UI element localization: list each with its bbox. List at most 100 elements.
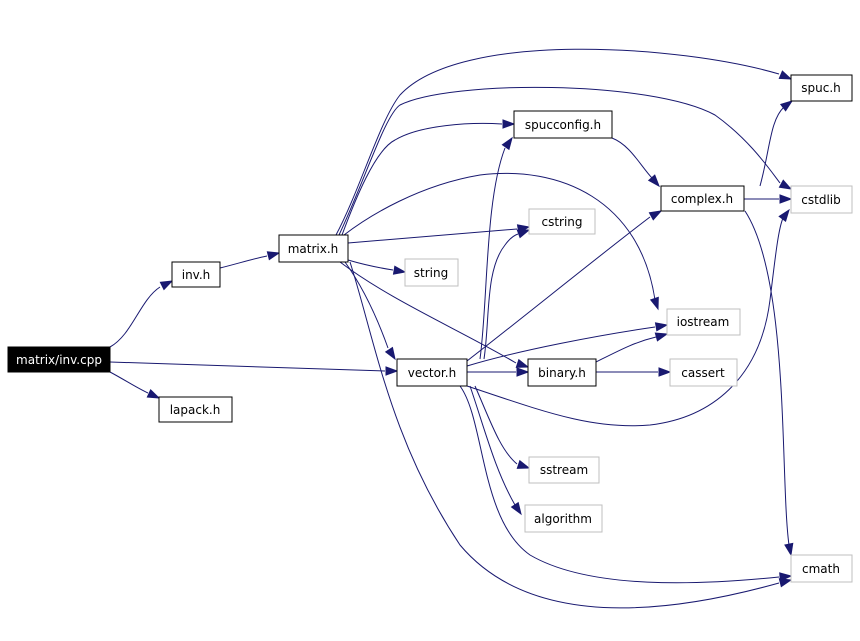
edge-inv-cpp-to-vector-h-arrowhead: [385, 366, 399, 376]
node-binary-h-label: binary.h: [538, 366, 586, 380]
edge-matrix-h-to-iostream-arrowhead: [649, 296, 659, 311]
node-cstring-label: cstring: [541, 215, 582, 229]
node-matrix-h[interactable]: matrix.h: [278, 234, 349, 263]
edge-inv-cpp-to-vector-h: [109, 361, 399, 376]
edge-spucconfig-to-complex-h-arrowhead: [647, 174, 660, 188]
edge-inv-cpp-to-vector-h-line: [109, 361, 386, 372]
edge-complex-h-to-cmath-arrowhead: [784, 542, 794, 557]
node-spucconfig-h-label: spucconfig.h: [525, 118, 601, 132]
edge-vector-h-to-cstdlib: [466, 208, 790, 427]
node-cmath-label: cmath: [802, 562, 840, 576]
edge-vector-h-to-sstream-arrowhead: [516, 459, 531, 469]
edge-matrix-h-to-cmath-arrowhead: [778, 578, 793, 588]
node-cmath[interactable]: cmath: [790, 554, 853, 583]
node-iostream[interactable]: iostream: [666, 308, 741, 336]
node-inv-h-label: inv.h: [182, 268, 211, 282]
edge-matrix-h-to-cstdlib-arrowhead: [778, 179, 793, 190]
node-algorithm[interactable]: algorithm: [524, 504, 603, 533]
edge-spucconfig-to-complex-h: [611, 137, 660, 188]
edge-vector-h-to-binary-h: [467, 367, 530, 377]
edge-complex-h-to-cstdlib: [744, 194, 793, 204]
node-cassert-label: cassert: [681, 366, 725, 380]
node-cassert[interactable]: cassert: [669, 358, 738, 387]
node-complex-h-label: complex.h: [671, 192, 733, 206]
edge-matrix-h-to-cstdlib-line: [338, 86, 781, 236]
edge-vector-h-to-iostream: [466, 322, 669, 367]
edge-complex-h-to-spuc-h-line: [759, 106, 785, 187]
edge-vector-h-to-complex-h: [466, 210, 663, 362]
edge-complex-h-to-cmath: [744, 210, 794, 557]
node-cstdlib[interactable]: cstdlib: [790, 185, 853, 214]
edge-inv-h-to-matrix-h-line: [219, 255, 268, 269]
edge-inv-cpp-to-lapack-h: [109, 371, 161, 399]
edges: [109, 48, 794, 609]
edge-matrix-h-to-binary-h-arrowhead: [515, 358, 530, 368]
edge-binary-h-to-iostream-line: [595, 336, 657, 363]
edge-vector-h-to-cmath: [459, 385, 793, 584]
edge-matrix-h-to-cmath-line: [349, 261, 780, 609]
edge-vector-h-to-iostream-arrowhead: [654, 322, 669, 332]
edge-vector-h-to-binary-h-arrowhead: [516, 367, 530, 377]
edge-vector-h-to-cstdlib-arrowhead: [778, 208, 790, 223]
node-inv-h[interactable]: inv.h: [171, 261, 221, 288]
node-sstream-label: sstream: [540, 463, 588, 477]
edge-matrix-h-to-spucconfig-arrowhead: [502, 119, 516, 129]
edge-matrix-h-to-vector-h-arrowhead: [384, 346, 396, 361]
edge-vector-h-to-spucconfig: [479, 136, 513, 360]
edge-vector-h-to-spucconfig-arrowhead: [501, 136, 513, 151]
edge-matrix-h-to-spucconfig-line: [341, 122, 503, 236]
edge-inv-cpp-to-lapack-h-line: [109, 371, 149, 394]
edge-matrix-h-to-spucconfig: [341, 119, 516, 236]
edge-vector-h-to-complex-h-line: [466, 216, 651, 362]
edge-matrix-h-to-cstdlib: [338, 86, 793, 236]
edge-matrix-h-to-binary-h: [339, 261, 530, 368]
node-inv-cpp[interactable]: matrix/inv.cpp: [7, 346, 111, 373]
node-matrix-h-label: matrix.h: [288, 242, 339, 256]
edge-vector-h-to-cstring-line: [483, 233, 519, 360]
node-complex-h[interactable]: complex.h: [660, 185, 745, 212]
node-spucconfig-h[interactable]: spucconfig.h: [513, 110, 613, 139]
edge-matrix-h-to-vector-h: [344, 261, 396, 361]
edge-matrix-h-to-vector-h-line: [344, 261, 389, 349]
edge-vector-h-to-algorithm-line: [469, 385, 516, 506]
edge-matrix-h-to-spuc-h: [335, 48, 793, 236]
edge-inv-cpp-to-inv-h: [109, 280, 174, 348]
edge-inv-cpp-to-inv-h-arrowhead: [159, 280, 174, 291]
edge-binary-h-to-cassert: [596, 367, 672, 377]
node-lapack-h[interactable]: lapack.h: [158, 396, 233, 423]
edge-matrix-h-to-spuc-h-line: [335, 48, 780, 236]
edge-matrix-h-to-cstring: [347, 224, 531, 244]
edge-complex-h-to-spuc-h: [759, 100, 794, 187]
edge-matrix-h-to-string-line: [347, 259, 394, 271]
edge-spucconfig-to-complex-h-line: [611, 137, 653, 179]
node-spuc-h-label: spuc.h: [801, 81, 841, 95]
edge-vector-h-to-cmath-line: [459, 385, 780, 584]
edge-binary-h-to-iostream: [595, 332, 669, 363]
edge-vector-h-to-spucconfig-line: [479, 147, 506, 360]
node-inv-cpp-label: matrix/inv.cpp: [16, 353, 102, 367]
edge-complex-h-to-cstdlib-arrowhead: [779, 194, 793, 204]
node-cstdlib-label: cstdlib: [801, 193, 840, 207]
node-iostream-label: iostream: [677, 315, 730, 329]
edge-vector-h-to-algorithm-arrowhead: [510, 501, 522, 516]
edge-vector-h-to-cstdlib-line: [466, 217, 784, 427]
node-string[interactable]: string: [404, 258, 459, 287]
edge-vector-h-to-cmath-arrowhead: [779, 572, 793, 582]
node-cstring[interactable]: cstring: [528, 208, 596, 235]
edge-binary-h-to-iostream-arrowhead: [654, 332, 669, 342]
edge-matrix-h-to-cstring-line: [347, 228, 518, 244]
node-binary-h[interactable]: binary.h: [527, 358, 597, 387]
node-sstream[interactable]: sstream: [528, 456, 600, 484]
edge-inv-cpp-to-inv-h-line: [109, 286, 161, 348]
node-vector-h[interactable]: vector.h: [396, 358, 468, 387]
node-spuc-h[interactable]: spuc.h: [790, 74, 853, 102]
edge-inv-h-to-matrix-h-arrowhead: [266, 251, 281, 261]
edge-inv-cpp-to-lapack-h-arrowhead: [146, 388, 161, 399]
edge-vector-h-to-cstring: [483, 229, 531, 360]
edge-matrix-h-to-string: [347, 259, 407, 275]
edge-vector-h-to-algorithm: [469, 385, 522, 516]
edge-matrix-h-to-spuc-h-arrowhead: [778, 70, 793, 80]
edge-matrix-h-to-iostream: [343, 172, 659, 311]
edge-vector-h-to-complex-h-arrowhead: [648, 210, 663, 221]
